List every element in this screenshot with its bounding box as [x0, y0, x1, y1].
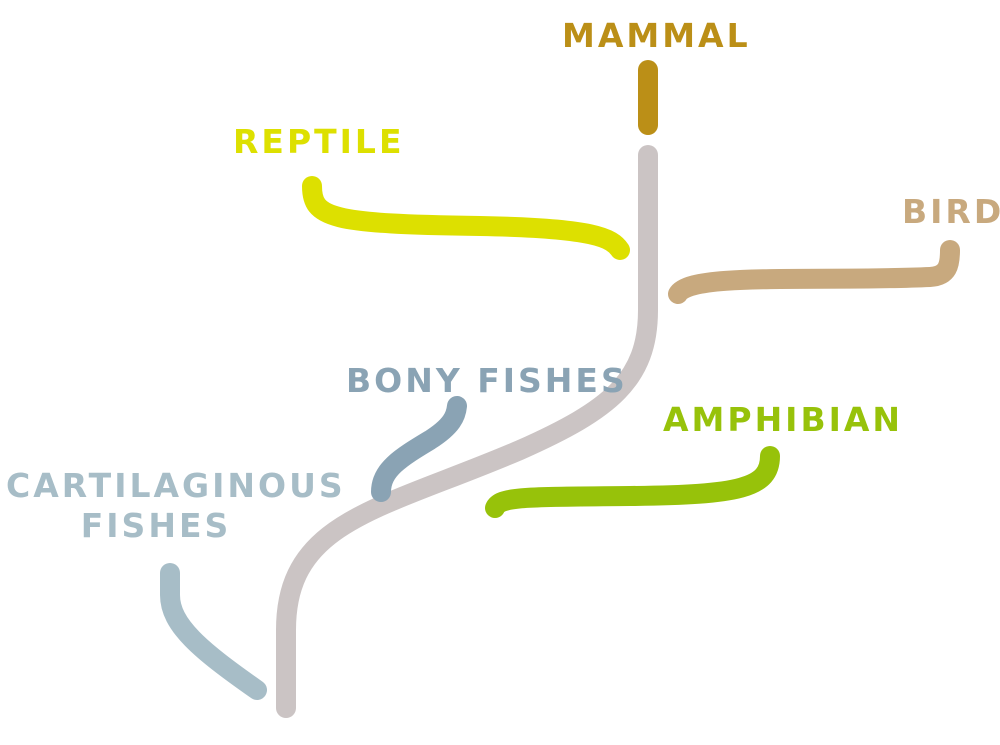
- trunk-branch: [276, 145, 658, 718]
- bird-label: BIRD: [902, 192, 1000, 231]
- cartilaginous-fishes-label-line1: CARTILAGINOUS: [6, 466, 346, 505]
- bird-branch: [668, 240, 960, 304]
- reptile-label: REPTILE: [233, 122, 405, 161]
- cartilaginous-fishes-label-line2: FISHES: [80, 506, 232, 545]
- cartilaginous-fishes-branch: [160, 563, 267, 700]
- reptile-branch: [302, 176, 630, 260]
- bony-fishes-label: BONY FISHES: [346, 361, 628, 400]
- amphibian-branch: [485, 446, 780, 518]
- mammal-label: MAMMAL: [562, 16, 751, 55]
- amphibian-label: AMPHIBIAN: [663, 400, 904, 439]
- bony-fishes-branch: [371, 396, 467, 502]
- cartilaginous-fishes-label: CARTILAGINOUS FISHES: [6, 466, 346, 546]
